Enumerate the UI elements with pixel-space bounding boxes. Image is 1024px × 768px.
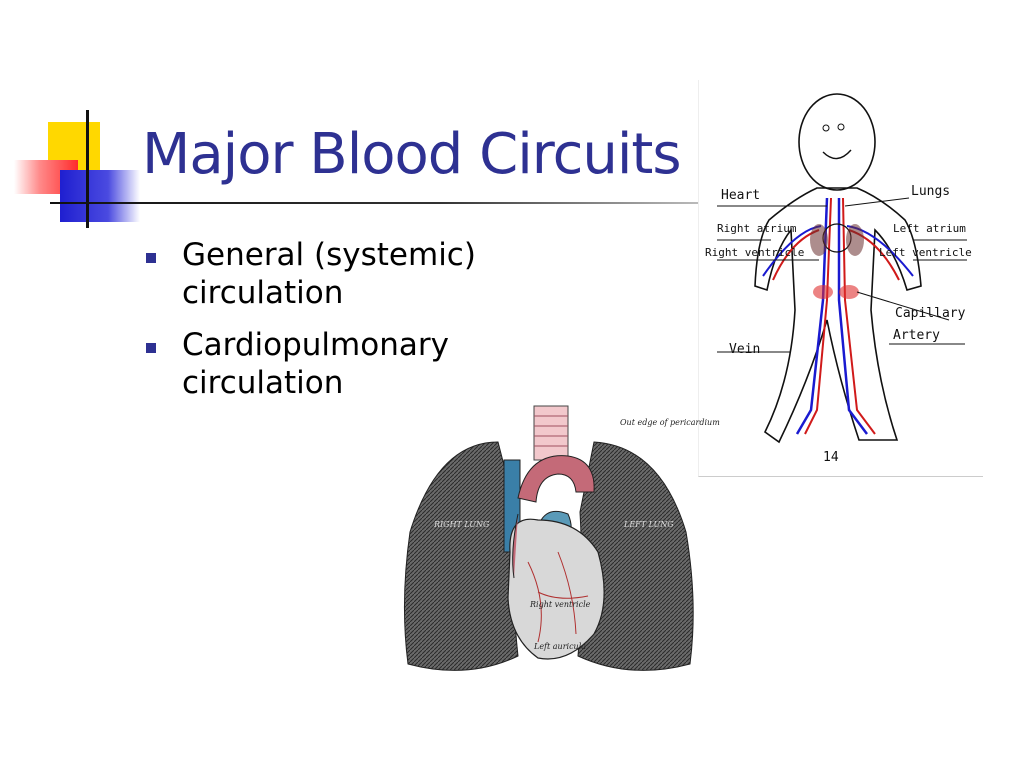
drawing-label-capillary: Capillary: [895, 306, 966, 321]
decor-vertical-line: [86, 110, 89, 228]
anatomy-label-right-lung: RIGHT LUNG: [434, 520, 490, 529]
title-underline: [50, 202, 700, 204]
drawing-label-artery: Artery: [893, 328, 940, 343]
bullet-item: Cardiopulmonary circulation: [146, 326, 542, 402]
drawing-label-left-atrium: Left atrium: [893, 222, 966, 235]
bullet-list: General (systemic) circulation Cardiopul…: [146, 236, 542, 416]
slide-title: Major Blood Circuits: [142, 122, 682, 187]
bullet-text: Cardiopulmonary circulation: [182, 327, 449, 401]
bullet-text: General (systemic) circulation: [182, 237, 476, 311]
heart-lungs-illustration: Out edge of pericardium Left auricula Ri…: [398, 402, 720, 684]
circulation-drawing: Heart Lungs Right atrium Right ventricle…: [698, 80, 983, 477]
drawing-page-number: 14: [823, 450, 839, 465]
anatomy-label-right-ventricle: Right ventricle: [530, 600, 591, 609]
drawing-label-lungs: Lungs: [911, 184, 951, 199]
bullet-square-icon: [146, 253, 156, 263]
drawing-label-vein: Vein: [729, 342, 761, 357]
bullet-square-icon: [146, 343, 156, 353]
drawing-label-left-ventricle: Left ventricle: [879, 246, 972, 259]
anatomy-drawing: [403, 405, 694, 671]
drawing-label-right-ventricle: Right ventricle: [705, 246, 805, 259]
decor-blue-square: [60, 170, 140, 222]
drawing-label-heart: Heart: [721, 188, 761, 203]
drawing-label-right-atrium: Right atrium: [717, 222, 797, 235]
anatomy-label-left-auricula: Left auricula: [534, 642, 587, 651]
anatomy-label-left-lung: LEFT LUNG: [624, 520, 674, 529]
bullet-item: General (systemic) circulation: [146, 236, 542, 312]
body-figure-illustration: [717, 93, 967, 444]
anatomy-label-pericardium: Out edge of pericardium: [620, 418, 720, 427]
